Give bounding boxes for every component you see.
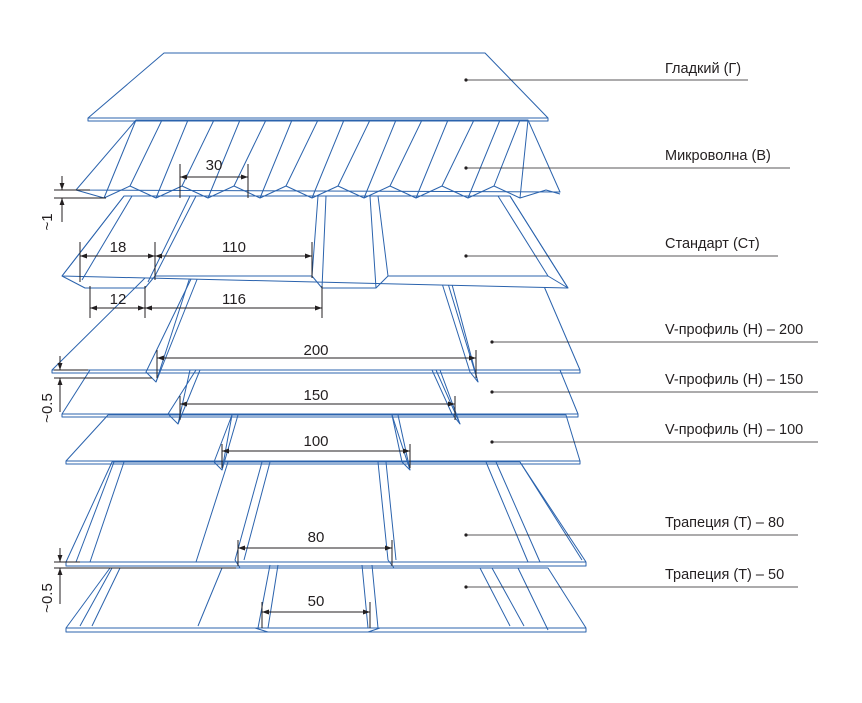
label-v150: V-профиль (Н) – 150 [665,372,803,388]
height-marker-wave [54,176,106,222]
dim-label-18: 18 [110,239,127,256]
label-v100: V-профиль (Н) – 100 [665,422,803,438]
dimension-v150 [179,396,456,420]
height-marker-v [54,356,152,412]
dim-label-150: 150 [303,387,328,404]
sheet-smooth [87,52,549,122]
height-label-v: ~0.5 [39,393,56,423]
dimension-t50 [261,602,371,628]
dim-label-100: 100 [303,433,328,450]
dimension-standard-bottom [89,286,323,318]
dimension-microwave-pitch [179,164,249,198]
dim-label-30: 30 [206,157,223,174]
height-marker-t [54,548,236,604]
label-v200: V-профиль (Н) – 200 [665,322,803,338]
dim-label-50: 50 [308,593,325,610]
label-microwave: Микроволна (В) [665,148,771,164]
dim-label-12: 12 [110,291,127,308]
sheet-v-profile-200 [51,276,581,383]
dim-label-116: 116 [222,291,246,308]
label-t50: Трапеция (Т) – 50 [665,567,784,583]
sheet-micro-wave [75,119,561,199]
sheet-trapezoid-80 [65,461,587,569]
dimension-t80 [237,540,393,566]
dim-label-80: 80 [308,529,325,546]
dimension-v100 [221,444,411,468]
sheet-trapezoid-50 [65,564,587,633]
sheet-standard [61,195,569,289]
height-label-t: ~0.5 [39,583,56,613]
dimension-standard-top [79,242,313,282]
label-t80: Трапеция (Т) – 80 [665,515,784,531]
sheet-v-profile-100 [65,414,581,471]
dim-label-200: 200 [303,342,328,359]
dimension-v200 [156,350,477,378]
label-smooth: Гладкий (Г) [665,61,741,77]
height-label-wave: ~1 [39,213,56,230]
dim-label-110: 110 [222,239,246,256]
label-standard: Стандарт (Ст) [665,236,760,252]
